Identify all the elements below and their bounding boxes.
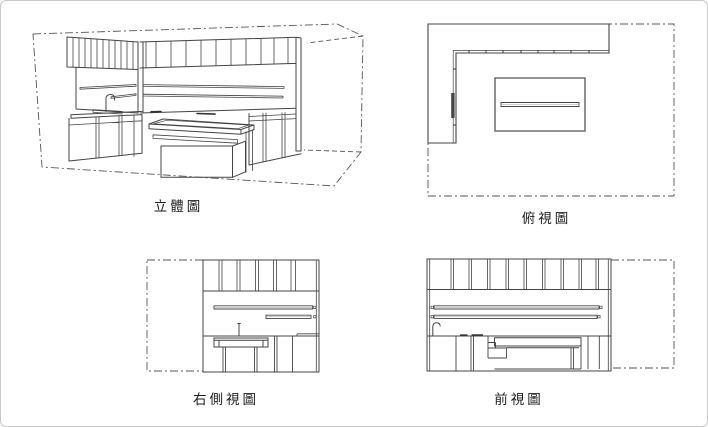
perspective-view-drawing: [26, 16, 371, 196]
top-view-label: 俯視圖: [521, 211, 572, 227]
top-view-drawing: [421, 19, 686, 204]
right-side-phantom-outline: [147, 260, 203, 371]
right-side-elevation-lines: [203, 260, 319, 372]
perspective-phantom-outline: [33, 24, 363, 186]
sink-plan-mark: [451, 93, 455, 118]
front-view-label: 前視圖: [494, 392, 544, 408]
front-view-elevation-lines: [427, 259, 611, 371]
perspective-view-label: 立體圖: [153, 199, 204, 215]
island-plan-lines: [495, 78, 585, 131]
top-view-phantom-outline: [428, 24, 674, 196]
faucet-line: [433, 323, 440, 336]
front-view-drawing: [421, 254, 686, 376]
top-view-counter-lines: [428, 24, 609, 143]
perspective-kitchen-lines: [67, 37, 301, 177]
faucet-line: [106, 95, 115, 112]
island-table-lines: [149, 119, 254, 177]
front-view-phantom-outline: [611, 260, 674, 368]
right-side-view-label: 右側視圖: [193, 392, 259, 408]
faucet-line: [237, 324, 240, 336]
right-side-view-drawing: [143, 256, 328, 376]
